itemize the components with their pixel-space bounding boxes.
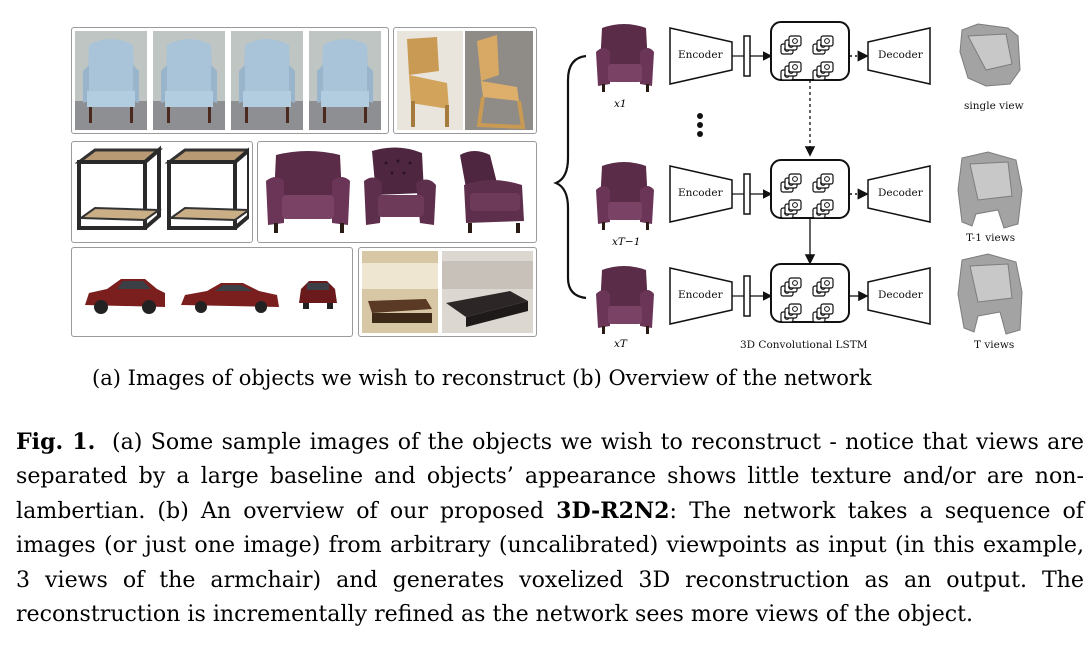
cube-table-group [71, 141, 253, 243]
input-brace [553, 54, 587, 300]
decoder-label-2: Decoder [878, 187, 923, 199]
subfigure-caption: (a) Images of objects we wish to reconst… [92, 366, 872, 390]
output-label-3: T views [974, 339, 1015, 351]
blue-wingchair-photos [75, 31, 381, 130]
wooden-chair-photos [397, 31, 533, 130]
voxel-output-1 [959, 23, 1021, 87]
lstm-label: 3D Convolutional LSTM [740, 339, 868, 351]
coffee-table-photos [362, 251, 533, 333]
method-name: 3D-R2N2 [556, 497, 670, 524]
decoder-label-1: Decoder [878, 49, 923, 61]
voxel-output-3 [957, 253, 1023, 335]
output-label-2: T-1 views [966, 232, 1016, 244]
decoder-3 [867, 267, 931, 325]
encoder-2 [669, 165, 733, 223]
encoder-label-2: Encoder [678, 187, 723, 199]
purple-armchair-photos [266, 147, 524, 233]
encoder-label-3: Encoder [678, 289, 723, 301]
caption-text-2: : The network takes a sequence of images… [16, 497, 1084, 628]
input-var-1: x1 [614, 98, 627, 110]
car-photos [85, 279, 337, 314]
network-diagram [553, 0, 1023, 335]
wooden-chair-group [393, 27, 537, 134]
coffee-table-group [358, 247, 537, 337]
encoder-3 [669, 267, 733, 325]
decoder-label-3: Decoder [878, 289, 923, 301]
voxel-output-2 [957, 151, 1023, 229]
cube-table-photos [75, 145, 249, 230]
decoder-1 [867, 27, 931, 85]
encoder-label-1: Encoder [678, 49, 723, 61]
encoder-1 [669, 27, 733, 85]
figure-label: Fig. 1. [16, 429, 96, 455]
figure-caption: Fig. 1. (a) Some sample images of the ob… [16, 425, 1084, 631]
decoder-2 [867, 165, 931, 223]
car-group [71, 247, 353, 337]
purple-armchair-group [257, 141, 537, 243]
input-var-3: xT [614, 338, 627, 350]
blue-wingchair-group [71, 27, 389, 134]
output-label-1: single view [964, 100, 1024, 112]
input-var-2: xT−1 [612, 236, 641, 248]
caption-text-1: (a) Some sample images of the objects we… [16, 429, 1084, 524]
